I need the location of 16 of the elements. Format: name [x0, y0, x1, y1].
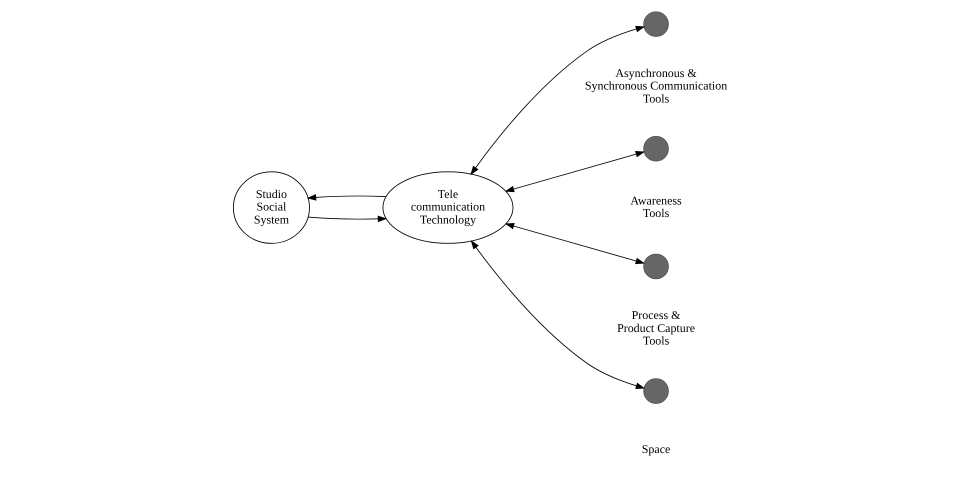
arrow [504, 151, 644, 192]
node-label: Awareness Tools [630, 193, 682, 220]
node-circle: Studio Social System [232, 171, 310, 244]
arrow [504, 222, 644, 264]
node-circle [642, 11, 668, 37]
node-circle [642, 254, 668, 280]
node-circle [642, 378, 668, 404]
node-label: Process & Product Capture Tools [616, 308, 695, 348]
node-ellipse: Tele communication Technology [382, 171, 513, 244]
node-label: Space [641, 442, 670, 456]
arrow [307, 216, 387, 222]
arrow [470, 26, 645, 176]
arrow [470, 240, 645, 389]
node-circle [642, 136, 668, 162]
arrow [306, 194, 386, 201]
node-label: Asynchronous & Synchronous Communication Tools [584, 66, 727, 106]
